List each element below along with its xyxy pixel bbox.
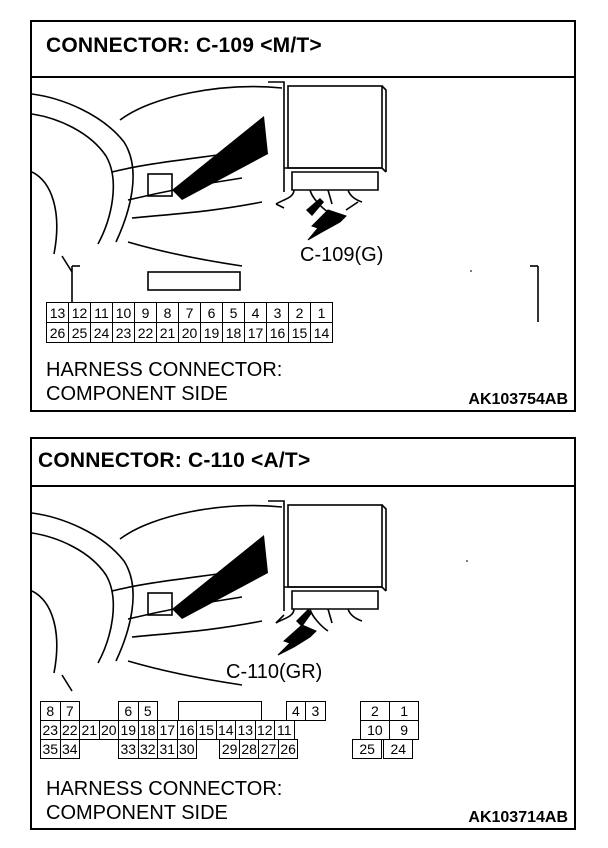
pin-cell: 1: [389, 701, 420, 721]
pin-cell: 31: [157, 739, 178, 759]
pin-cell: 9: [134, 302, 157, 323]
pin-cell: 22: [59, 720, 80, 740]
pin-cell: 7: [59, 701, 80, 721]
pin-cell: 35: [40, 739, 61, 759]
connector-callout-label: C-109(G): [300, 244, 384, 266]
pin-cell: 16: [266, 322, 289, 343]
connector-blank-block: [178, 701, 263, 721]
pin-cell: 25: [352, 739, 383, 759]
pin-cell: 23: [40, 720, 61, 740]
pin-cell: 10: [112, 302, 135, 323]
pin-cell: 19: [118, 720, 139, 740]
panel-title: CONNECTOR: C-110 <A/T>: [38, 449, 311, 472]
dashboard-illustration: [32, 81, 539, 322]
pin-cell: 12: [254, 720, 275, 740]
pin-cell: 28: [238, 739, 260, 759]
pin-cell: 18: [222, 322, 245, 343]
figure-code: AK103714AB: [468, 809, 568, 826]
caption-line-1: HARNESS CONNECTOR:: [46, 778, 283, 800]
pin-cell: 30: [176, 739, 197, 759]
pin-cell: 5: [137, 701, 158, 721]
pin-cell: 14: [215, 720, 236, 740]
pin-cell: 21: [79, 720, 100, 740]
title-divider: [32, 485, 574, 487]
pin-cell: 11: [274, 720, 295, 740]
pin-cell: 24: [383, 739, 414, 759]
pin-cell: 15: [196, 720, 217, 740]
pin-cell: 26: [277, 739, 299, 759]
pin-cell: 22: [134, 322, 157, 343]
pin-cell: 4: [244, 302, 267, 323]
pin-cell: 15: [288, 322, 311, 343]
pin-cell: 1: [310, 302, 333, 323]
title-divider: [32, 76, 574, 78]
pin-cell: 12: [68, 302, 91, 323]
dashboard-illustration: [32, 500, 387, 692]
connector-panel-c110: CONNECTOR: C-110 <A/T>: [30, 437, 576, 830]
pin-cell: 29: [219, 739, 240, 759]
pin-cell: 2: [359, 701, 391, 721]
pin-cell: 3: [266, 302, 289, 323]
pin-cell: 27: [258, 739, 279, 759]
pin-cell: 21: [156, 322, 179, 343]
pin-cell: 16: [176, 720, 197, 740]
pin-cell: 23: [112, 322, 135, 343]
pin-cell: 9: [389, 720, 420, 740]
pin-cell: 32: [137, 739, 158, 759]
connector-callout-label: C-110(GR): [226, 661, 323, 683]
pin-cell: 26: [46, 322, 69, 343]
caption-line-1: HARNESS CONNECTOR:: [46, 359, 283, 381]
panel-title: CONNECTOR: C-109 <M/T>: [46, 34, 322, 57]
pin-cell: 34: [59, 739, 80, 759]
pin-cell: 8: [156, 302, 179, 323]
pin-cell: 13: [46, 302, 69, 323]
pin-cell: 17: [244, 322, 267, 343]
figure-code: AK103754AB: [468, 391, 568, 408]
speck: [470, 270, 472, 272]
pin-cell: 8: [40, 701, 61, 721]
pin-cell: 20: [178, 322, 201, 343]
pin-cell: 10: [359, 720, 391, 740]
pin-cell: 24: [90, 322, 113, 343]
pin-cell: 3: [305, 701, 326, 721]
caption-line-2: COMPONENT SIDE: [46, 802, 228, 824]
pin-cell: 33: [118, 739, 139, 759]
pin-cell: 11: [90, 302, 113, 323]
pin-cell: 19: [200, 322, 223, 343]
pin-cell: 6: [200, 302, 223, 323]
speck: [466, 560, 468, 562]
pin-cell: 25: [68, 322, 91, 343]
pin-cell: 2: [288, 302, 311, 323]
pin-cell: 4: [285, 701, 307, 721]
caption-line-2: COMPONENT SIDE: [46, 383, 228, 405]
connector-panel-c109: CONNECTOR: C-109 <M/T>: [30, 20, 576, 412]
pin-cell: 13: [235, 720, 256, 740]
pin-cell: 18: [137, 720, 158, 740]
pin-cell: 5: [222, 302, 245, 323]
pin-cell: 20: [98, 720, 119, 740]
pin-cell: 7: [178, 302, 201, 323]
pin-cell: 6: [118, 701, 139, 721]
pin-cell: 17: [157, 720, 178, 740]
pin-cell: 14: [310, 322, 333, 343]
